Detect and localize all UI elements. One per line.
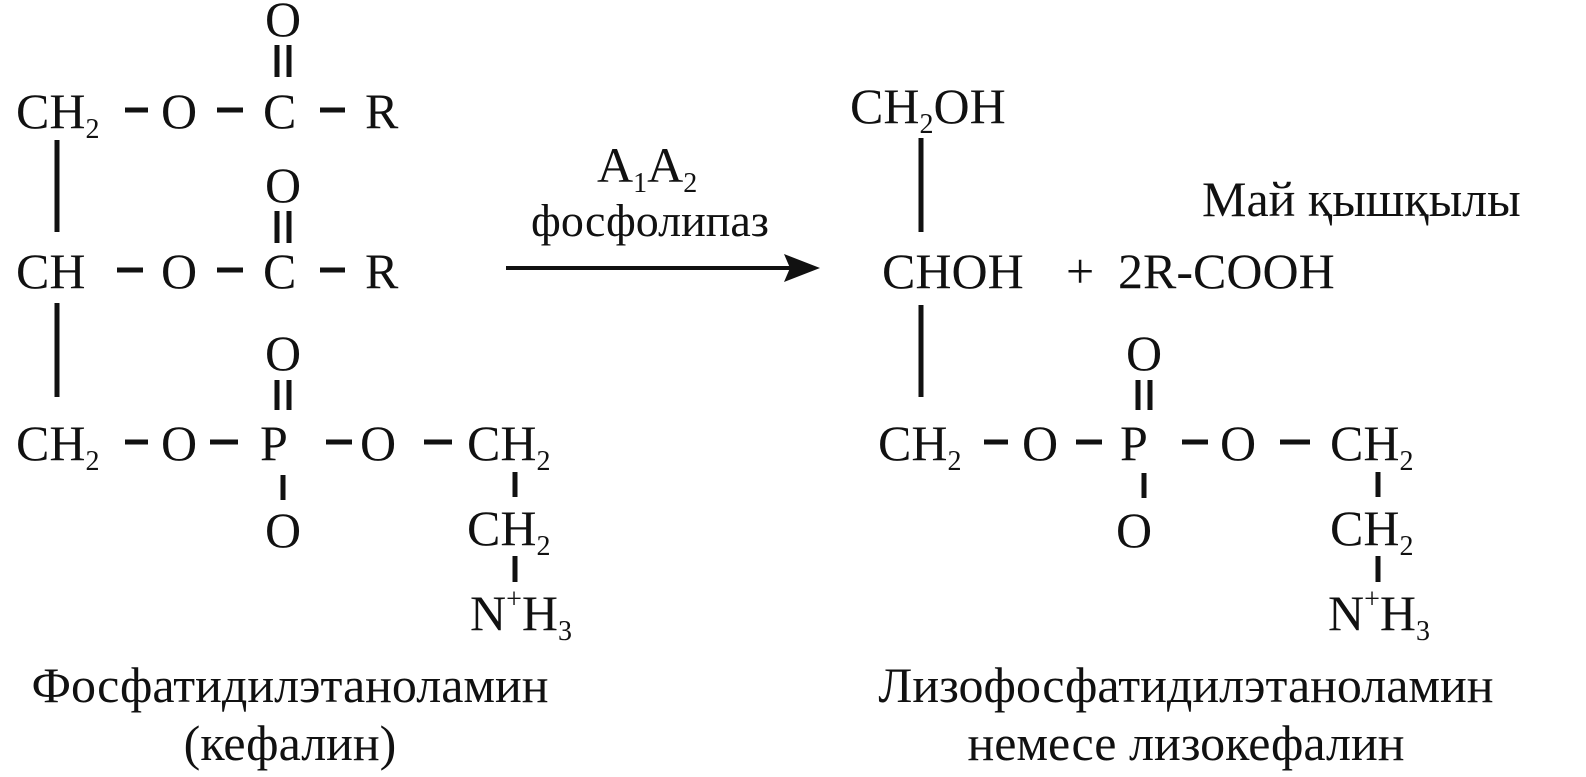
reactant-row2-ch: CH <box>16 243 85 299</box>
reactant-row3-oxygen-bottom: O <box>265 502 301 558</box>
fatty-acid-label: Май қышқылы <box>1202 171 1521 227</box>
reactant-row2-carbon: C <box>263 243 296 299</box>
product-row3-oxygen-1: O <box>1022 415 1058 471</box>
reaction-arrow-group: A1A2 фосфолипаз <box>506 137 820 282</box>
product-row3-oxygen-top: O <box>1126 325 1162 381</box>
reactant-row3-oxygen-1: O <box>161 415 197 471</box>
product-row3-phosphorus: P <box>1120 415 1148 471</box>
product-chain-amine: N+H3 <box>1328 584 1430 647</box>
product-name-line2: немесе лизокефалин <box>967 715 1404 771</box>
reactant-row3-phosphorus: P <box>260 415 288 471</box>
product-row3-oxygen-2: O <box>1220 415 1256 471</box>
reactant-row1-ch: CH2 <box>16 83 99 145</box>
enzyme-name-label: фосфолипаз <box>531 195 769 246</box>
product-row3-ch2: CH2 <box>1330 415 1413 477</box>
reactant-row3-oxygen-top: O <box>265 325 301 381</box>
reactant-name-line2: (кефалин) <box>184 715 397 771</box>
reactant-row2-oxygen-top: O <box>265 157 301 213</box>
product-row3-oxygen-bottom: O <box>1116 502 1152 558</box>
reactant-row1-carbon: C <box>263 83 296 139</box>
product-row2-chohs: CHOH <box>882 243 1024 299</box>
product-row2-fatty-acid: 2R-COOH <box>1118 243 1335 299</box>
reactant-row2-oxygen: O <box>161 243 197 299</box>
reactant-row1-oxygen-top: O <box>265 0 301 47</box>
reaction-arrowhead-icon <box>784 254 820 282</box>
reactant-row1-r-group: R <box>365 83 399 139</box>
reactant-chain-ch2: CH2 <box>467 500 550 562</box>
enzyme-a1a2-label: A1A2 <box>597 137 697 199</box>
reactant-row3-ch: CH2 <box>16 415 99 477</box>
product-chain-ch2: CH2 <box>1330 500 1413 562</box>
reactant-row3-ch2: CH2 <box>467 415 550 477</box>
product-name-line1: Лизофосфатидилэтаноламин <box>878 657 1493 713</box>
product-row1-ch2oh: CH2OH <box>850 78 1006 140</box>
reactant-row2-r-group: R <box>365 243 399 299</box>
product-row2-plus: + <box>1066 243 1094 299</box>
reactant-row1-oxygen: O <box>161 83 197 139</box>
product-row3-ch: CH2 <box>878 415 961 477</box>
reactant-structure: O CH2 O C R O CH O C R O CH2 O P O C <box>16 0 572 771</box>
reactant-chain-amine: N+H3 <box>470 584 572 647</box>
reactant-name-line1: Фосфатидилэтаноламин <box>31 657 548 713</box>
reactant-row3-oxygen-2: O <box>360 415 396 471</box>
product-structure: CH2OH Май қышқылы CHOH + 2R-COOH O CH2 O… <box>850 78 1521 771</box>
